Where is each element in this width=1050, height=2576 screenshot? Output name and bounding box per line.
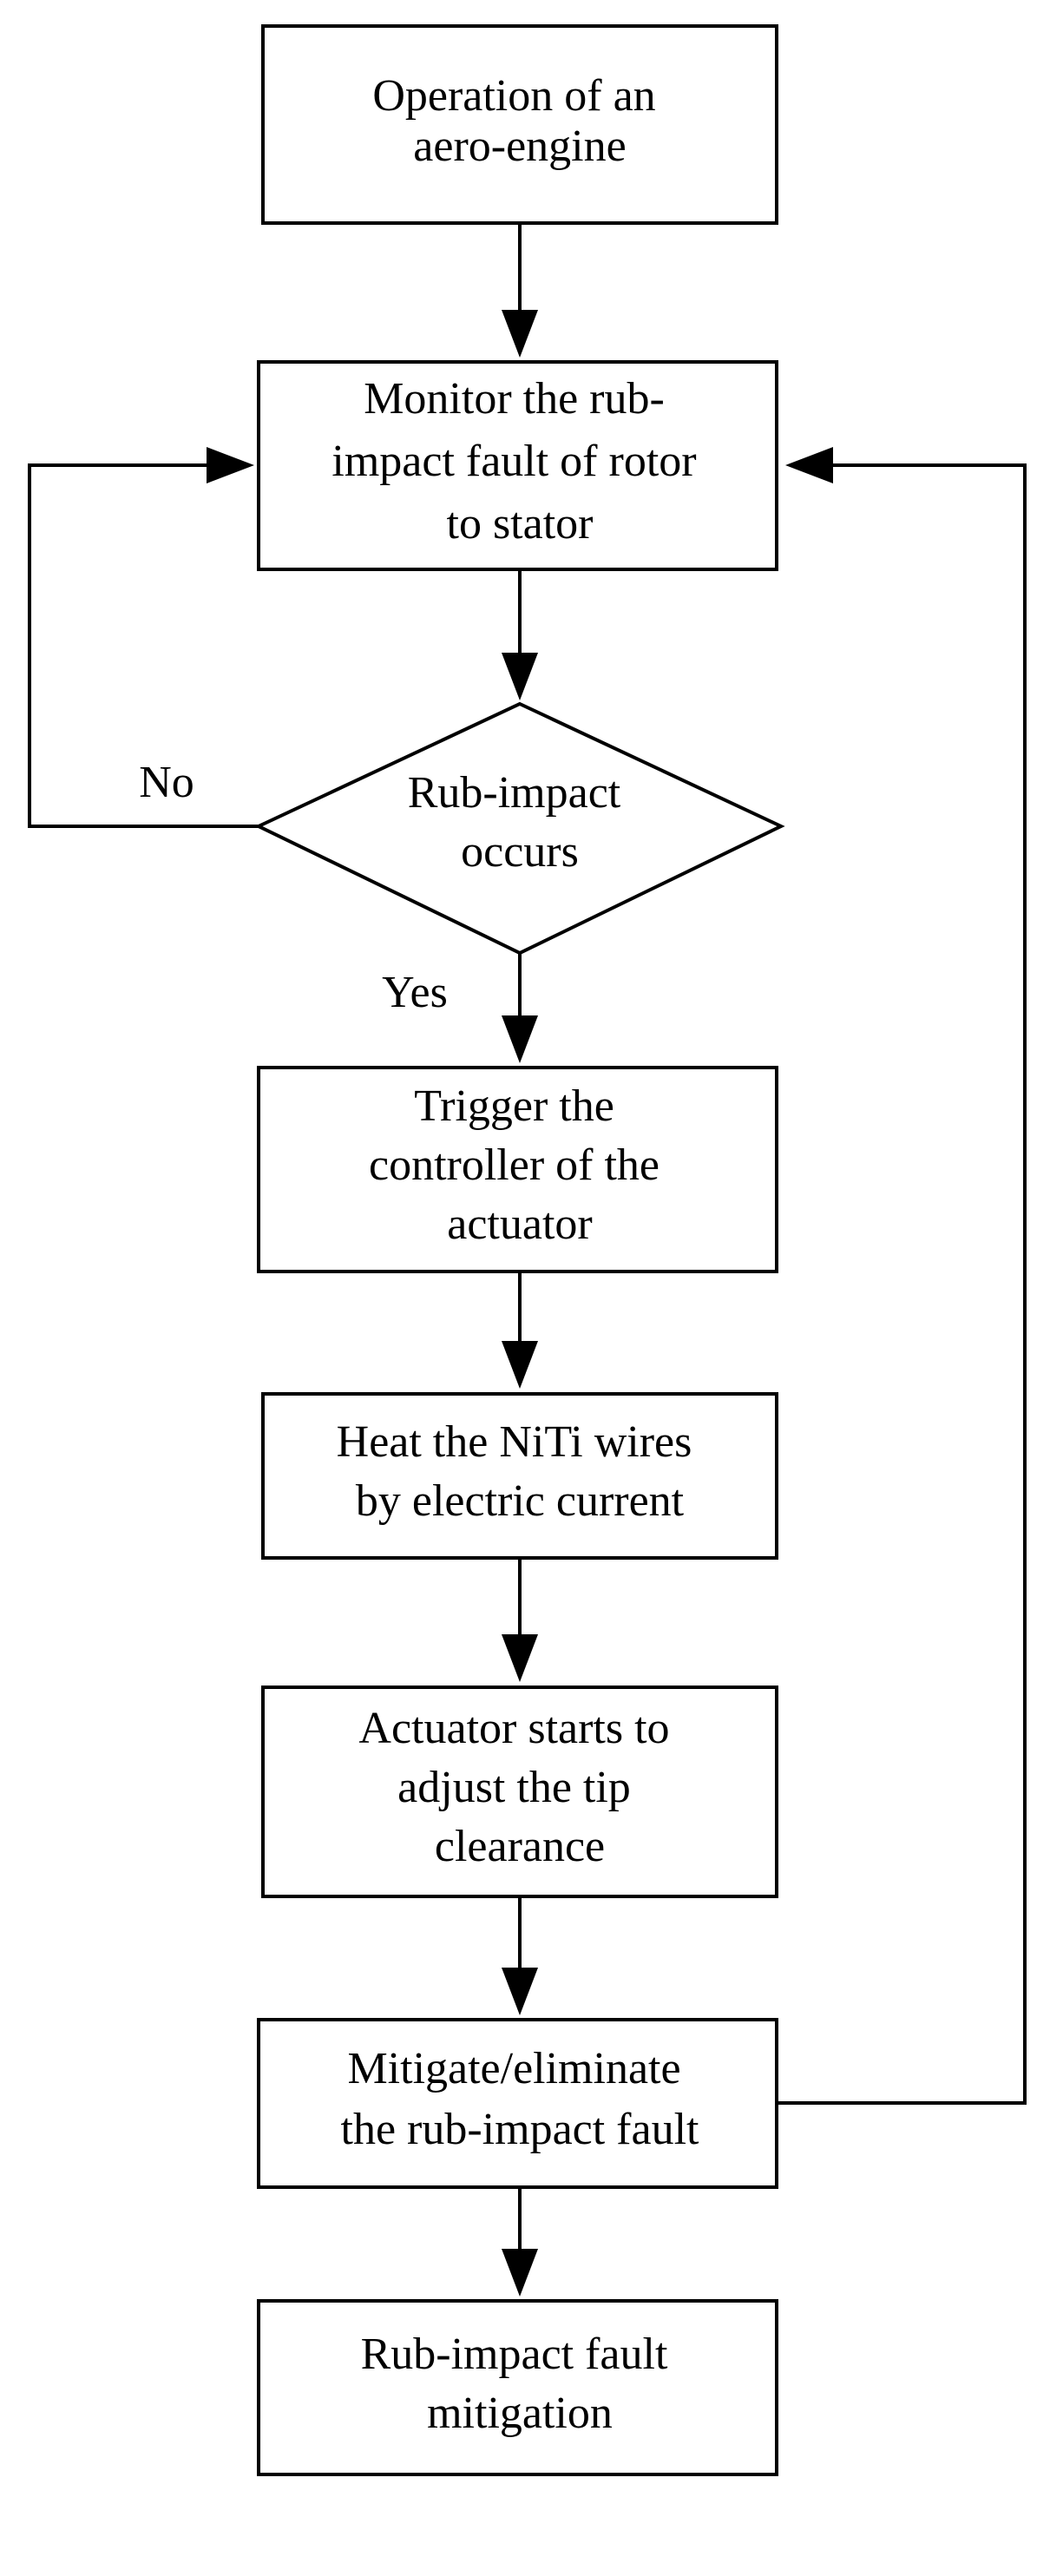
arrowhead-operation-to-monitor: [502, 310, 538, 358]
monitor-line-3: to stator: [447, 499, 594, 549]
decision-diamond: [254, 701, 785, 956]
arrowhead-trigger-to-heat: [502, 1341, 538, 1389]
arrowhead-heat-to-actuator: [502, 1634, 538, 1682]
operation-line-1: Operation of an: [372, 71, 655, 121]
monitor-line-2: impact fault of rotor: [331, 437, 696, 486]
monitor-text: Monitor the rub- impact fault of rotor t…: [331, 374, 707, 549]
operation-line-2: aero-engine: [413, 122, 626, 171]
node-decision: Rub-impact occurs: [254, 701, 785, 956]
monitor-line-1: Monitor the rub-: [364, 374, 665, 424]
trigger-line-3: actuator: [447, 1199, 592, 1249]
decision-line-1: Rub-impact: [408, 768, 621, 818]
heat-line-2: by electric current: [356, 1476, 685, 1526]
node-heat: Heat the NiTi wires by electric current: [261, 1392, 778, 1560]
no-loop-arrowhead: [207, 447, 254, 483]
arrowhead-actuator-to-mitigate: [502, 1968, 538, 2015]
arrowhead-decision-to-trigger: [502, 1015, 538, 1063]
no-loop-line: [28, 463, 259, 828]
result-line-2: mitigation: [427, 2389, 613, 2438]
mitigate-line-2: the rub-impact fault: [341, 2105, 700, 2154]
actuator-line-2: adjust the tip: [397, 1763, 631, 1812]
decision-line-2: occurs: [461, 827, 579, 877]
result-text: Rub-impact fault mitigation: [361, 2330, 679, 2438]
node-operation: Operation of an aero-engine: [261, 24, 778, 225]
decision-text: Rub-impact occurs: [408, 768, 633, 877]
feedback-loop-line: [777, 463, 1027, 2105]
trigger-line-1: Trigger the: [414, 1081, 614, 1131]
mitigate-text: Mitigate/eliminate the rub-impact fault: [341, 2044, 700, 2154]
heat-box: [261, 1392, 778, 1560]
heat-text: Heat the NiTi wires by electric current: [337, 1417, 704, 1526]
trigger-box: [257, 1066, 778, 1273]
node-monitor: Monitor the rub- impact fault of rotor t…: [257, 360, 778, 571]
operation-box: [261, 24, 778, 225]
heat-line-1: Heat the NiTi wires: [337, 1417, 692, 1467]
actuator-text: Actuator starts to adjust the tip cleara…: [358, 1704, 680, 1871]
result-line-1: Rub-impact fault: [361, 2330, 668, 2379]
yes-label: Yes: [382, 968, 448, 1017]
result-box: [257, 2299, 778, 2476]
arrowhead-mitigate-to-result: [502, 2249, 538, 2297]
actuator-line-3: clearance: [435, 1822, 605, 1871]
node-trigger: Trigger the controller of the actuator: [257, 1066, 778, 1273]
trigger-text: Trigger the controller of the actuator: [369, 1081, 671, 1249]
mitigate-line-1: Mitigate/eliminate: [347, 2044, 680, 2093]
arrowhead-monitor-to-decision: [502, 653, 538, 700]
trigger-line-2: controller of the: [369, 1140, 660, 1190]
node-actuator: Actuator starts to adjust the tip cleara…: [261, 1686, 778, 1898]
actuator-box: [261, 1686, 778, 1898]
node-result: Rub-impact fault mitigation: [257, 2299, 778, 2476]
monitor-box: [257, 360, 778, 571]
actuator-line-1: Actuator starts to: [358, 1704, 669, 1753]
operation-text: Operation of an aero-engine: [372, 71, 666, 171]
connectors: [28, 223, 1027, 2297]
mitigate-box: [257, 2018, 778, 2189]
no-label: No: [139, 758, 194, 807]
node-mitigate: Mitigate/eliminate the rub-impact fault: [257, 2018, 778, 2189]
feedback-loop-arrowhead: [785, 447, 833, 483]
